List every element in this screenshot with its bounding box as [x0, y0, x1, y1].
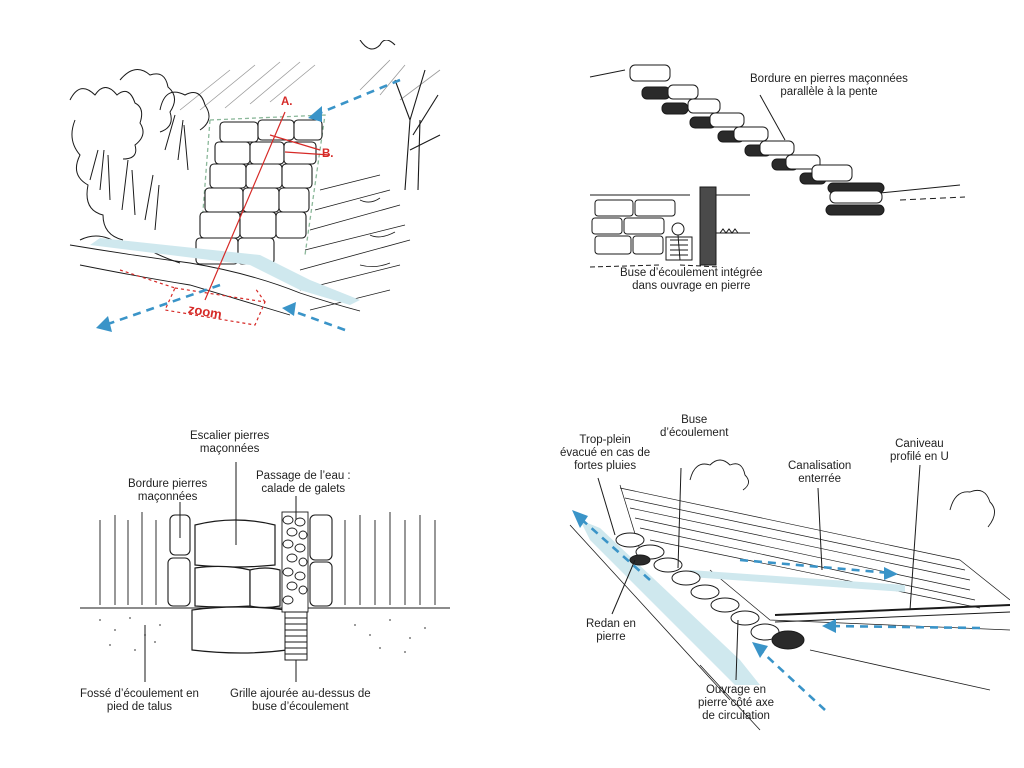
section-view-drawing: [589, 64, 966, 268]
arrow-head-ditch: [752, 642, 768, 658]
stair-stones: [191, 519, 288, 654]
label-border-parallel: Bordure en pierres maçonnées parallèle à…: [750, 73, 908, 98]
vegetation-left: [69, 69, 210, 264]
ditch-water: [580, 520, 760, 685]
label-stairs: Escalier pierres maçonnées: [190, 430, 270, 455]
label-buried-pipe: Canalisation enterrée: [788, 460, 852, 485]
marker-b-label: B.: [322, 148, 334, 160]
label-integrated-pipe: Buse d’écoulement intégrée dans ouvrage …: [620, 267, 763, 292]
label-overflow: Trop-plein évacué en cas de fortes pluie…: [560, 434, 651, 472]
road-perspective-drawing: [569, 459, 1010, 731]
stone-redans: [615, 532, 805, 650]
label-gutter: Caniveau profilé en U: [890, 438, 949, 463]
stair-blocks: [629, 64, 885, 216]
label-grate: Grille ajourée au-dessus de buse d’écoul…: [230, 688, 371, 713]
zoom-guides: [119, 111, 331, 326]
arrow-head-right: [282, 302, 296, 316]
drain-grate: [284, 611, 308, 661]
panel-4-road-perspective: Trop-plein évacué en cas de fortes pluie…: [560, 410, 1010, 750]
water-channel: [90, 238, 360, 305]
label-ditch: Fossé d’écoulement en pied de talus: [80, 688, 199, 713]
bushes: [689, 459, 995, 528]
label-border: Bordure pierres maçonnées: [128, 478, 208, 503]
cobble-channel: [281, 511, 309, 613]
panel-2-section-view: Bordure en pierres maçonnées parallèle à…: [580, 55, 1000, 315]
panel-1-perspective-sketch: A. B. zoom: [60, 40, 460, 350]
arrow-head-top: [308, 106, 322, 122]
buried-pipe-water: [690, 570, 905, 592]
arrow-head-overflow: [572, 510, 588, 528]
pipe-detail: [589, 186, 750, 268]
label-redan: Redan en pierre: [586, 618, 636, 643]
road-hatching: [619, 484, 1010, 631]
label-pipe: Buse d’écoulement: [660, 414, 729, 439]
marker-a-label: A.: [281, 96, 293, 108]
label-water-passage: Passage de l’eau : calade de galets: [256, 470, 351, 495]
front-elevation-drawing: [80, 462, 450, 682]
slope-hatching: [299, 174, 411, 311]
stone-stairs: [195, 119, 323, 265]
hedge-outline: [209, 114, 326, 256]
water-flow-arrows: [104, 78, 401, 332]
u-gutter: [774, 604, 1010, 623]
label-stone-work: Ouvrage en pierre côté axe de circulatio…: [698, 684, 775, 722]
flow-arrows: [579, 517, 981, 711]
arrow-head-gutter: [822, 619, 836, 633]
tree-right: [359, 40, 441, 191]
arrow-head-buried: [884, 567, 898, 580]
panel-3-front-elevation: Escalier pierres maçonnées Bordure pierr…: [70, 420, 460, 730]
sky-hatching: [179, 59, 441, 111]
perspective-sketch-drawing: [69, 40, 441, 332]
arrow-head-left: [96, 316, 112, 332]
